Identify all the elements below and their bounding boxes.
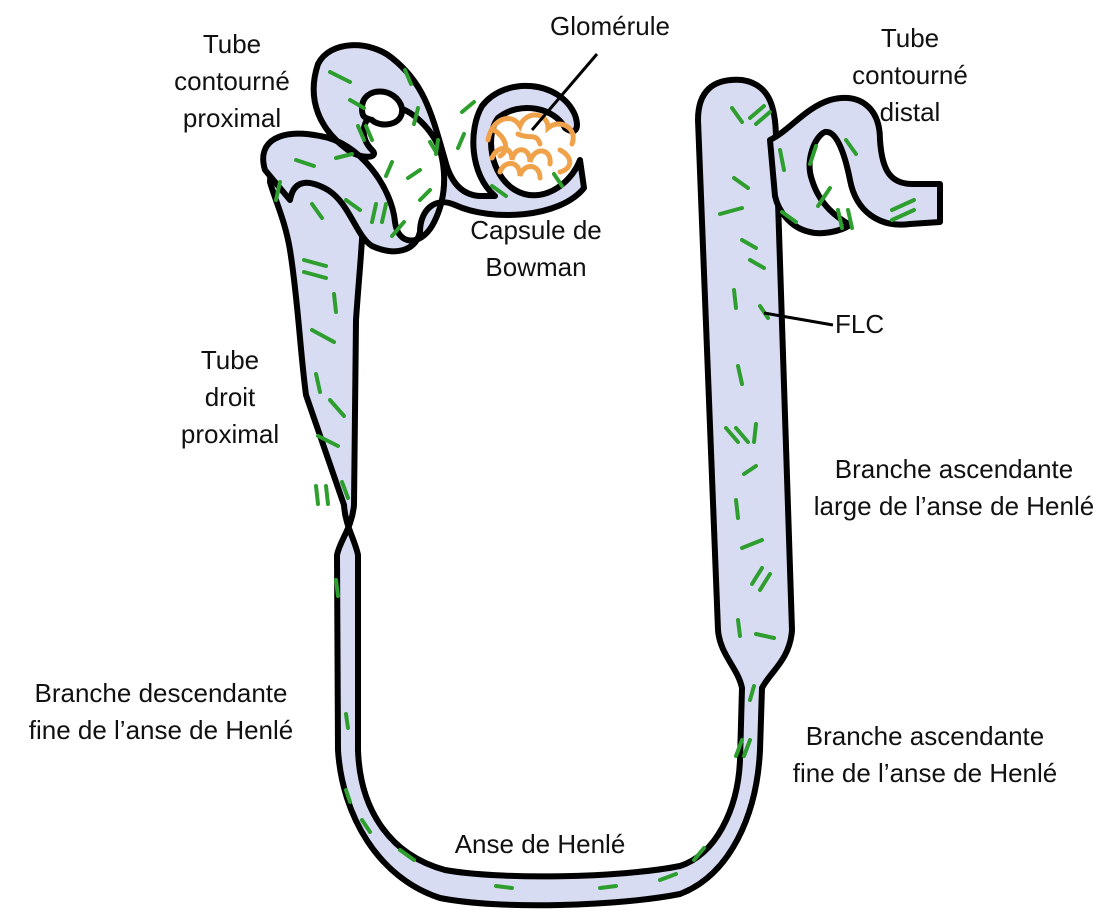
label-branche-ascendante-large: Branche ascendante large de l’anse de He…	[795, 451, 1113, 525]
label-flc: FLC	[835, 306, 884, 343]
label-branche-ascendante-fine: Branche ascendante fine de l’anse de Hen…	[770, 718, 1080, 792]
label-tube-contourne-proximal: Tube contourné proximal	[162, 26, 302, 137]
label-tube-droit-proximal: Tube droit proximal	[165, 342, 295, 453]
label-branche-descendante-fine: Branche descendante fine de l’anse de He…	[6, 675, 316, 749]
loop-hollow	[362, 92, 402, 125]
label-anse-de-henle: Anse de Henlé	[440, 826, 640, 863]
glomerulus	[488, 115, 573, 178]
label-glomerule: Glomérule	[530, 8, 690, 45]
label-capsule-de-bowman: Capsule de Bowman	[456, 212, 616, 286]
label-tube-contourne-distal: Tube contourné distal	[840, 20, 980, 131]
